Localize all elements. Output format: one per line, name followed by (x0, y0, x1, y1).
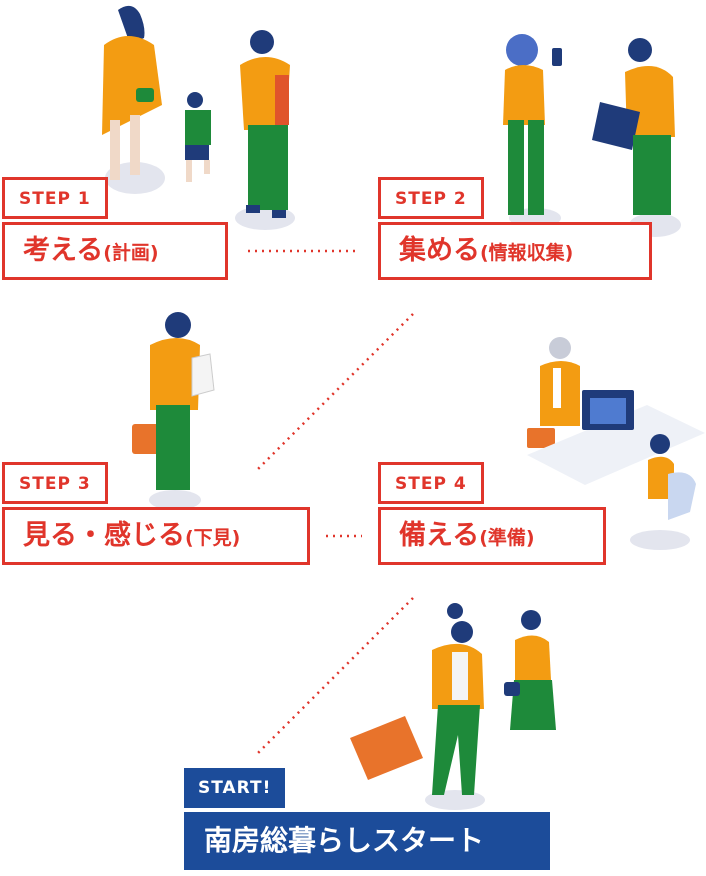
step1-box: 考える(計画) (2, 222, 228, 280)
start-tag: START! (184, 768, 286, 808)
travelers-illustration (350, 603, 556, 810)
step4-box: 備える(準備) (378, 507, 606, 565)
step2-title: 集める (399, 235, 480, 266)
step4-title: 備える (399, 520, 480, 551)
step3-subtitle: (下見) (185, 527, 241, 549)
office-desk-illustration (527, 337, 705, 550)
step1-tag: STEP 1 (2, 177, 108, 219)
step3-tag: STEP 3 (2, 462, 108, 504)
connector-4-start (256, 597, 414, 755)
start-title: 南房総暮らしスタート (184, 812, 550, 870)
step4-tag: STEP 4 (378, 462, 484, 504)
step3-title: 見る・感じる (23, 520, 185, 551)
step2-tag: STEP 2 (378, 177, 484, 219)
family-walking-illustration (102, 5, 295, 230)
step2-box: 集める(情報収集) (378, 222, 652, 280)
researching-people-illustration (503, 34, 681, 237)
step1-title: 考える (23, 235, 104, 266)
step1-subtitle: (計画) (103, 242, 159, 264)
step2-subtitle: (情報収集) (480, 242, 574, 264)
step3-box: 見る・感じる(下見) (2, 507, 310, 565)
step4-subtitle: (準備) (479, 527, 535, 549)
man-with-briefcase-illustration (132, 312, 215, 510)
connector-2-3 (256, 313, 414, 471)
